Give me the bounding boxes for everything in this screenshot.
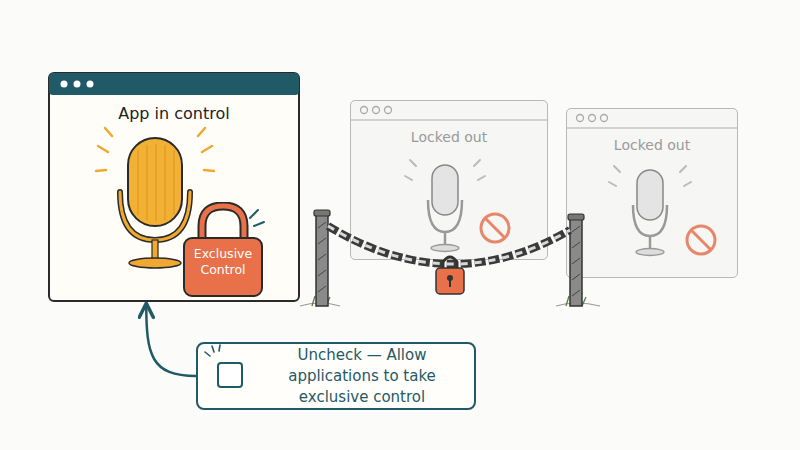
node-label: Locked out <box>351 129 547 145</box>
locked-window: Locked out <box>350 100 548 260</box>
callout-box: Uncheck — Allow applications to take exc… <box>196 342 476 410</box>
locked-window: Locked out <box>566 108 738 278</box>
node-label: Locked out <box>567 137 737 153</box>
padlock-badge: Exclusive Control <box>182 202 264 298</box>
node-label: Uncheck — Allow applications to take exc… <box>256 345 468 408</box>
pointer-arrow <box>146 305 196 376</box>
node-label: App in control <box>50 104 298 123</box>
node-label: Exclusive Control <box>186 246 260 278</box>
app-window: App in controlExclusive Control <box>48 72 300 302</box>
